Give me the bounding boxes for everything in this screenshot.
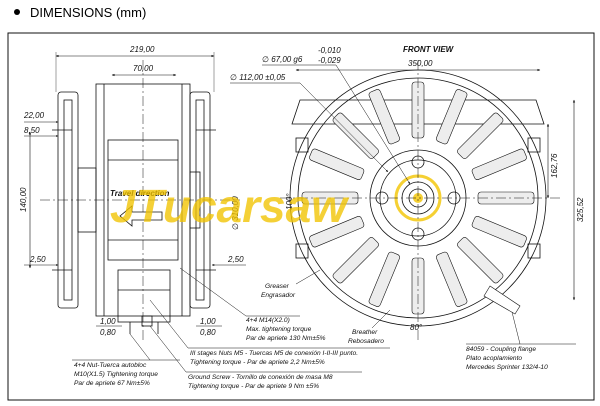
dim-dia-67: ∅ 67,00 g6 bbox=[262, 55, 303, 64]
dim-dia-112: ∅ 112,00 ±0,05 bbox=[230, 73, 286, 82]
nut-note-2: M10(X1.5) Tightening torque bbox=[74, 371, 158, 378]
dim-2-50-left: 2,50 bbox=[29, 255, 46, 264]
heading-text: DIMENSIONS (mm) bbox=[30, 4, 147, 20]
nut-note-1: 4+4 Nut-Tuerca autobloc bbox=[74, 362, 147, 369]
stage-note-1: III stages Nuts M5 - Tuercas M5 de conex… bbox=[190, 350, 358, 357]
angle-100: 100° bbox=[285, 193, 294, 210]
tighten-note-3: Par de apriete 130 Nm±5% bbox=[246, 335, 326, 342]
tighten-note-1: 4+4 M14(X2.0) bbox=[246, 317, 290, 324]
angle-80: 80° bbox=[410, 323, 423, 332]
section-heading: DIMENSIONS (mm) bbox=[8, 2, 146, 22]
dim-162-76: 162,76 bbox=[550, 153, 559, 178]
dim-219: 219,00 bbox=[129, 45, 155, 54]
ground-note-1: Ground Screw - Tornillo de conexión de m… bbox=[188, 374, 333, 381]
travel-direction-arrow bbox=[119, 205, 163, 227]
greaser-label-es: Engrasador bbox=[261, 292, 296, 299]
front-view-fins bbox=[301, 81, 535, 315]
drawing-frame bbox=[7, 32, 595, 401]
dim-350: 350,00 bbox=[408, 59, 433, 68]
coupling-flange-lever bbox=[483, 285, 521, 315]
tol-upper: -0,010 bbox=[318, 46, 341, 55]
greaser-label: Greaser bbox=[265, 283, 290, 290]
breather-label-es: Rebosadero bbox=[348, 338, 384, 345]
dim-140: 140,00 bbox=[19, 187, 28, 212]
dim-70: 70,00 bbox=[133, 64, 154, 73]
dim-0-80-right: 0,80 bbox=[200, 328, 216, 337]
travel-direction-label: Travel direction bbox=[110, 189, 170, 198]
notes: 4+4 M14(X2.0) Max. tightening torque Par… bbox=[72, 267, 576, 390]
nut-note-3: Par de apriete 67 Nm±5% bbox=[74, 380, 150, 387]
tol-lower: -0,029 bbox=[318, 56, 341, 65]
breather-label: Breather bbox=[352, 329, 378, 336]
flange-note-2: Plato acoplamiento bbox=[466, 355, 522, 362]
tighten-note-2: Max. tightening torque bbox=[246, 326, 312, 333]
dim-2-50-right: 2,50 bbox=[227, 255, 244, 264]
flange-note-1: 84059 - Coupling flange bbox=[466, 346, 536, 353]
dim-dia-310: ∅ 310,00 bbox=[231, 196, 240, 230]
ground-note-2: Tightening torque - Par de apriete 9 Nm … bbox=[188, 383, 319, 390]
dim-325-52: 325,52 bbox=[576, 197, 585, 222]
dim-22: 22,00 bbox=[23, 111, 45, 120]
dim-1-00-left: 1,00 bbox=[100, 317, 116, 326]
dim-1-00-right: 1,00 bbox=[200, 317, 216, 326]
bullet-icon bbox=[14, 9, 20, 15]
stage-note-2: Tightening torque - Par de apriete 2,2 N… bbox=[190, 359, 325, 366]
watermark: JTucarsaw bbox=[110, 180, 350, 232]
flange-note-3: Mercedes Sprinter 132/4-10 bbox=[466, 364, 548, 371]
front-view-label: FRONT VIEW bbox=[403, 45, 455, 54]
dim-8-50: 8,50 bbox=[24, 126, 40, 135]
dim-0-80-left: 0,80 bbox=[100, 328, 116, 337]
